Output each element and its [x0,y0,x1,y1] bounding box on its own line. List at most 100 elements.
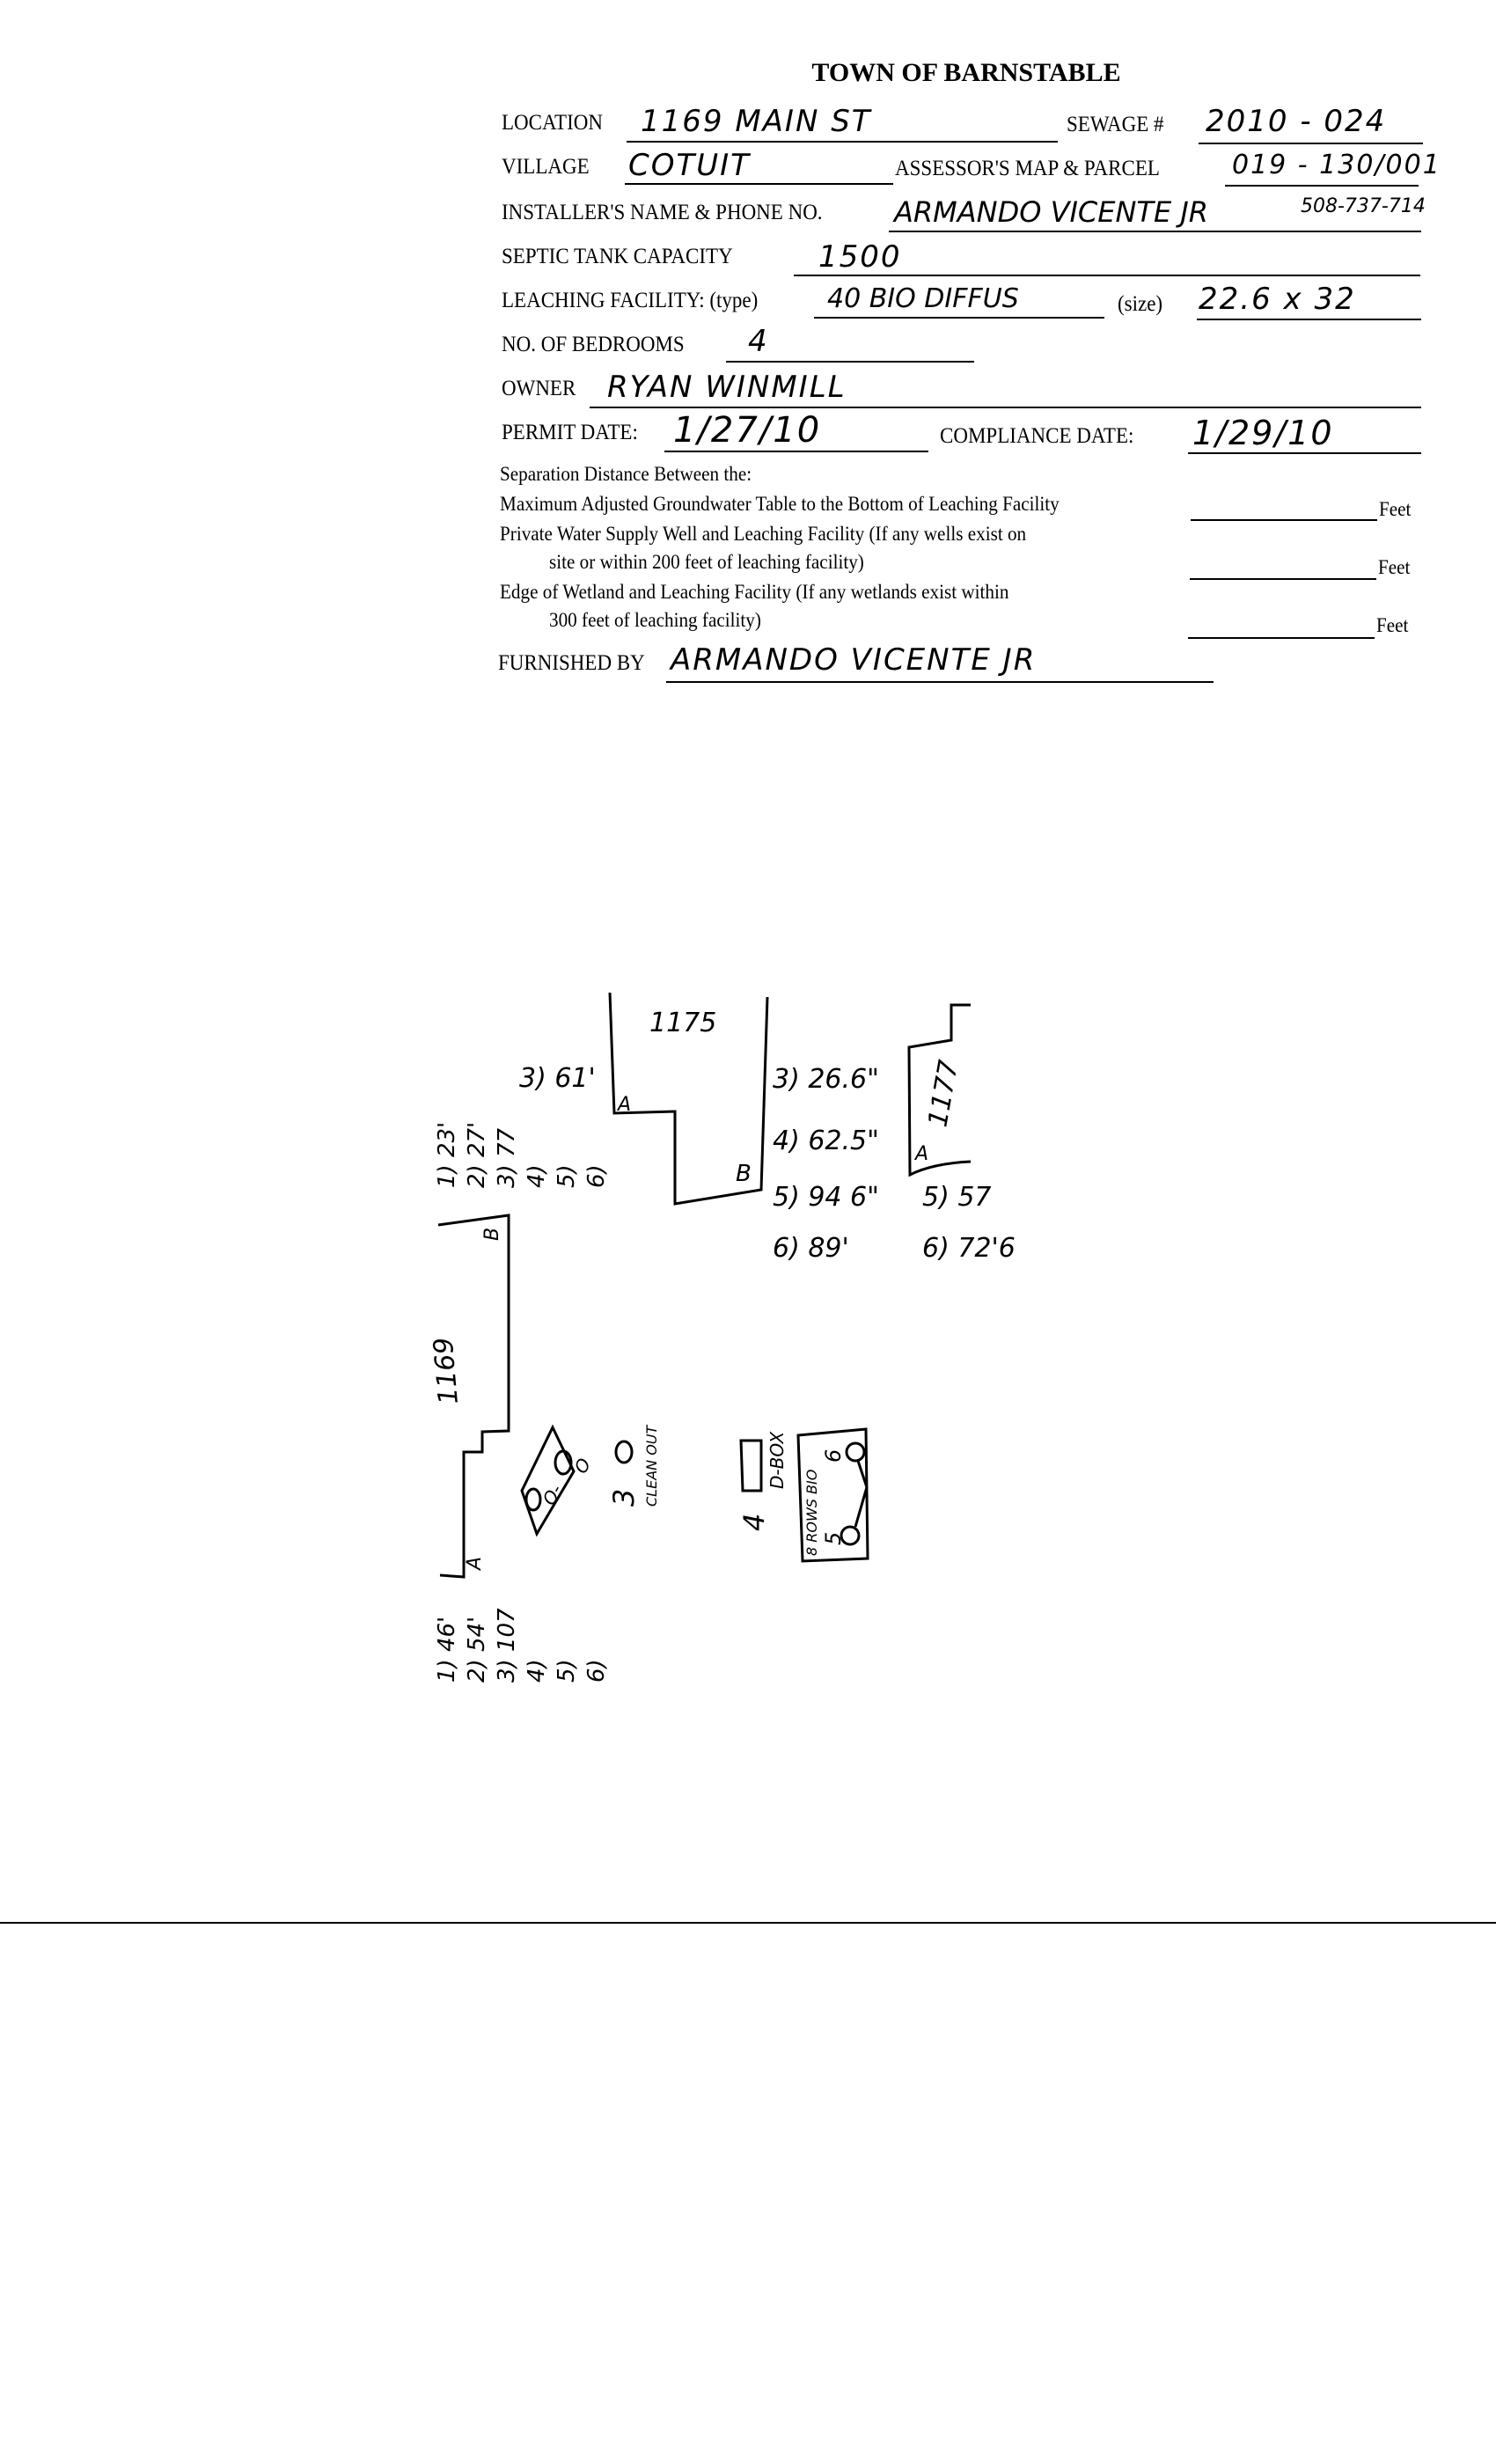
measure-1169-b2: 2) 27' [464,1122,490,1188]
permit-value[interactable]: 1/27/10 [673,410,822,451]
field-label: 8 ROWS BIO [803,1470,820,1556]
installer-label: INSTALLER'S NAME & PHONE NO. [502,201,823,224]
leaching-type-line [814,317,1104,319]
measure-1169-b3: 3) 77 [494,1128,520,1188]
tank-label-1: O- [539,1481,567,1509]
cleanout-number: 3 [607,1489,641,1507]
field-port-5 [840,1525,861,1546]
location-line [627,141,1058,143]
measure-1169-a1: 1) 46' [434,1617,460,1683]
leaching-label: LEACHING FACILITY: (type) [502,289,759,312]
dbox-label: D-BOX [766,1430,788,1489]
measure-1169-a5: 5) [554,1659,580,1683]
septic-label: SEPTIC TANK CAPACITY [502,245,733,268]
sewage-value[interactable]: 2010 - 024 [1206,104,1387,139]
village-line [625,183,893,185]
point-a-1175: A [616,1094,631,1116]
village-label: VILLAGE [502,155,590,179]
point-a-1177: A [913,1143,928,1165]
measure-1169-a3: 3) 107 [494,1608,520,1683]
point-b-1175: B [736,1161,752,1187]
size-label: (size) [1118,292,1163,316]
compliance-label: COMPLIANCE DATE: [940,424,1134,448]
furnished-label: FURNISHED BY [498,651,645,675]
bedrooms-label: NO. OF BEDROOMS [502,333,685,356]
measure-1177-6: 6) 72'6 [922,1233,1016,1264]
separation-well-cont: site or within 200 feet of leaching faci… [549,551,864,573]
measure-1169-b5: 5) [554,1164,580,1188]
measure-1169-a4: 4) [524,1659,550,1683]
page-divider [0,1922,1496,1924]
measure-1175-b4: 4) 62.5" [773,1126,879,1156]
d-box [739,1439,763,1492]
permit-line [664,451,928,452]
installer-phone[interactable]: 508-737-714 [1301,195,1426,217]
measure-1175-b3: 3) 26.6" [773,1064,879,1095]
measure-1169-a2: 2) 54' [464,1617,490,1683]
location-label: LOCATION [502,111,603,135]
well-feet-field[interactable] [1190,578,1376,580]
house-number-1169: 1169 [428,1336,465,1405]
owner-value[interactable]: RYAN WINMILL [607,370,847,405]
separation-wetland-cont: 300 feet of leaching facility) [549,609,761,631]
house-1177-outline [907,1003,972,1177]
location-value[interactable]: 1169 MAIN ST [641,104,872,139]
cleanout-label: CLEAN OUT [643,1425,660,1507]
measure-1169-a6: 6) [583,1659,610,1683]
tank-cover-1 [554,1449,573,1476]
separation-well: Private Water Supply Well and Leaching F… [500,523,1027,545]
feet-unit: Feet [1376,614,1409,636]
point-b-1169: B [481,1228,503,1241]
installer-line [889,231,1421,232]
sewage-line [1199,143,1423,144]
house-number-1177: 1177 [922,1058,964,1129]
point-a-1169: A [464,1557,486,1572]
measure-1169-b1: 1) 23' [434,1122,460,1188]
septic-value[interactable]: 1500 [818,239,902,275]
wetland-feet-field[interactable] [1188,637,1375,639]
separation-heading: Separation Distance Between the: [500,463,752,485]
sewage-label: SEWAGE # [1067,113,1164,136]
parcel-line [1225,185,1419,187]
owner-label: OWNER [502,377,576,400]
separation-groundwater: Maximum Adjusted Groundwater Table to th… [500,493,1060,515]
septic-line [794,275,1420,276]
furnished-line [666,681,1214,683]
owner-line [590,407,1421,408]
septic-tank [520,1424,576,1537]
house-1175-outline [608,992,769,1206]
parcel-value[interactable]: 019 - 130/001 [1232,150,1441,180]
dbox-number: 4 [737,1514,771,1531]
bedrooms-line [726,361,974,363]
measure-1175-a3: 3) 61' [519,1063,596,1094]
measure-1177-5: 5) 57 [922,1182,992,1213]
furnished-value[interactable]: ARMANDO VICENTE JR [671,642,1037,678]
cleanout-circle [614,1440,634,1464]
groundwater-feet-field[interactable] [1191,519,1377,521]
house-1169-outline [437,1214,510,1579]
installer-value[interactable]: ARMANDO VICENTE JR [894,195,1208,229]
feet-unit: Feet [1378,556,1411,578]
separation-wetland: Edge of Wetland and Leaching Facility (I… [500,581,1009,603]
tank-cover-2 [524,1487,542,1512]
measure-1175-b6: 6) 89' [773,1233,849,1264]
permit-label: PERMIT DATE: [502,421,638,444]
compliance-line [1188,452,1421,454]
leaching-type-value[interactable]: 40 BIO DIFFUS [827,283,1019,314]
parcel-label: ASSESSOR'S MAP & PARCEL [895,157,1160,180]
measure-1175-b5: 5) 94 6" [773,1182,879,1213]
village-value[interactable]: COTUIT [628,148,751,183]
size-line [1197,319,1421,320]
bedrooms-value[interactable]: 4 [748,324,769,359]
measure-1169-b6: 6) [583,1164,610,1188]
feet-unit: Feet [1379,498,1412,520]
field-port-6 [845,1441,866,1463]
field-connector [854,1460,869,1528]
measure-1169-b4: 4) [524,1164,550,1188]
size-value[interactable]: 22.6 x 32 [1199,282,1356,317]
compliance-value[interactable]: 1/29/10 [1192,414,1334,452]
house-number-1175: 1175 [649,1008,716,1038]
field-port-6-label: 6 [821,1449,846,1463]
leaching-field [796,1427,869,1563]
form-title: TOWN OF BARNSTABLE [811,58,1121,87]
